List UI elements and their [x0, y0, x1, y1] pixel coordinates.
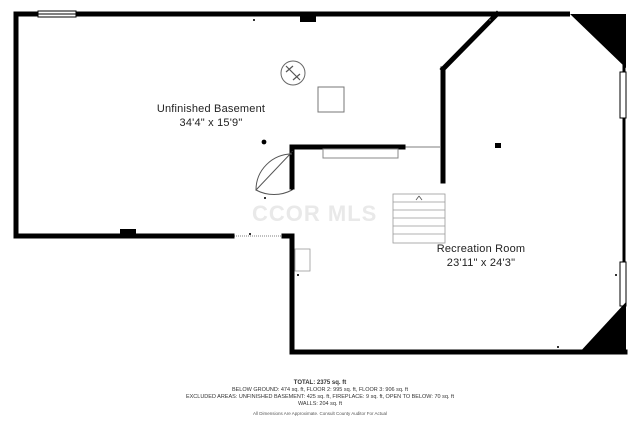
water-heater-icon [280, 60, 306, 86]
unfinished-basement-dims: 34'4" x 15'9" [179, 117, 243, 129]
support-post-dot [261, 139, 267, 145]
support-post-square [495, 143, 501, 148]
window-top-left [37, 10, 77, 18]
unfinished-basement-label: Unfinished Basement 34'4" x 15'9" [146, 102, 276, 130]
recreation-room-label: Recreation Room 23'11" x 24'3" [421, 242, 541, 270]
door-swing [255, 150, 293, 196]
footer-disclaimer: All Dimensions Are Approximate. Consult … [252, 411, 388, 416]
mls-watermark: CCOR MLS [252, 201, 378, 226]
wall-post-top [300, 15, 316, 22]
footer-area-breakdown: BELOW GROUND: 474 sq. ft, FLOOR 2: 995 s… [231, 387, 409, 393]
footer-walls: WALLS: 204 sq. ft [297, 401, 343, 407]
corner-bottom-right [578, 302, 626, 354]
recreation-room-name: Recreation Room [436, 243, 526, 255]
unfinished-basement-name: Unfinished Basement [156, 103, 266, 115]
footer-excluded-areas: EXCLUDED AREAS: UNFINISHED BASEMENT: 425… [185, 394, 455, 400]
corner-top-right [570, 14, 626, 68]
recreation-room-dims: 23'11" x 24'3" [446, 257, 516, 269]
wall-post-bottom [120, 229, 136, 236]
recreation-room-walls [289, 10, 628, 355]
counter-shelf [322, 148, 399, 159]
outlet-ticks [249, 19, 617, 348]
footer-total: TOTAL: 2375 sq. ft [293, 380, 347, 386]
staircase [392, 193, 446, 244]
furnace-box [317, 86, 345, 113]
closet-box [294, 248, 311, 272]
right-outer-wall [619, 52, 627, 310]
